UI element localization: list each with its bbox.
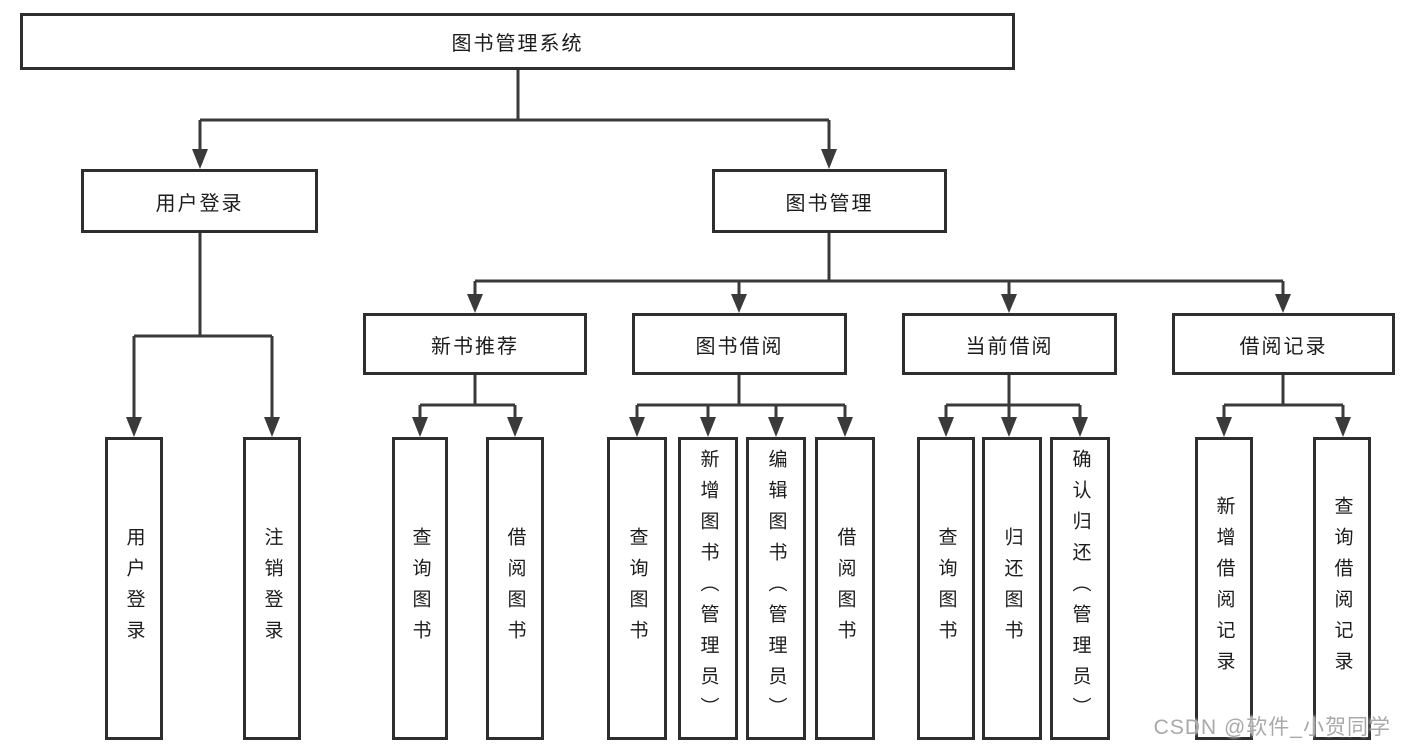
node-book-borrowing-label: 图书借阅 [695, 335, 784, 358]
node-borrow-records: 借阅记录 [1172, 313, 1395, 375]
leaf-confirm-return-admin-label: 确认归还（管理员） [1069, 449, 1091, 728]
leaf-add-borrow-record: 新增借阅记录 [1195, 437, 1253, 740]
node-user-login-label: 用户登录 [155, 192, 244, 215]
leaf-query-books-recommend: 查询图书 [392, 437, 448, 740]
leaf-borrow-books-recommend: 借阅图书 [486, 437, 544, 740]
node-borrow-records-label: 借阅记录 [1239, 335, 1328, 358]
leaf-user-login: 用户登录 [105, 437, 163, 740]
leaf-query-borrow-record: 查询借阅记录 [1313, 437, 1371, 740]
leaf-edit-books-admin: 编辑图书（管理员） [746, 437, 806, 740]
watermark: CSDN @软件_小贺同学 [1153, 716, 1391, 739]
node-current-borrowing-label: 当前借阅 [965, 335, 1054, 358]
node-book-management: 图书管理 [712, 169, 947, 233]
leaf-query-books-borrowing: 查询图书 [607, 437, 667, 740]
leaf-query-books-recommend-label: 查询图书 [409, 526, 431, 651]
leaf-logout: 注销登录 [243, 437, 301, 740]
node-new-book-recommend-label: 新书推荐 [431, 335, 519, 358]
leaf-borrow-books-borrowing-label: 借阅图书 [834, 526, 856, 651]
leaf-add-books-admin-label: 新增图书（管理员） [697, 449, 719, 728]
leaf-edit-books-admin-label: 编辑图书（管理员） [765, 449, 787, 728]
leaf-query-borrow-record-label: 查询借阅记录 [1331, 495, 1353, 682]
leaf-add-borrow-record-label: 新增借阅记录 [1213, 495, 1235, 682]
leaf-confirm-return-admin: 确认归还（管理员） [1050, 437, 1110, 740]
node-root: 图书管理系统 [20, 13, 1015, 70]
node-root-label: 图书管理系统 [451, 33, 584, 55]
node-book-management-label: 图书管理 [785, 192, 874, 215]
node-book-borrowing: 图书借阅 [632, 313, 847, 375]
leaf-query-books-current: 查询图书 [917, 437, 975, 740]
leaf-borrow-books-recommend-label: 借阅图书 [504, 526, 526, 651]
leaf-query-books-current-label: 查询图书 [935, 526, 957, 651]
node-new-book-recommend: 新书推荐 [363, 313, 587, 375]
leaf-user-login-label: 用户登录 [123, 526, 145, 651]
leaf-logout-label: 注销登录 [261, 526, 283, 651]
leaf-add-books-admin: 新增图书（管理员） [678, 437, 738, 740]
node-current-borrowing: 当前借阅 [902, 313, 1117, 375]
leaf-return-books-label: 归还图书 [1001, 526, 1023, 651]
leaf-query-books-borrowing-label: 查询图书 [626, 526, 648, 651]
leaf-return-books: 归还图书 [982, 437, 1042, 740]
leaf-borrow-books-borrowing: 借阅图书 [815, 437, 875, 740]
node-user-login: 用户登录 [81, 169, 318, 233]
